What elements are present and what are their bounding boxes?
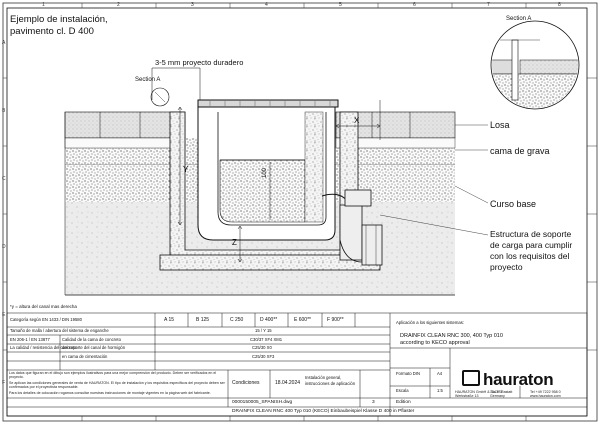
drawing-title-line1: Ejemplo de instalación, — [10, 14, 108, 25]
installation-value-line2: instrucciones de aplicación — [305, 381, 356, 386]
foundation-label: en cama de cimentación — [62, 354, 108, 359]
grid-side-f: F — [2, 380, 6, 386]
logo-mark-icon — [462, 370, 480, 386]
address-line3: 76437 Rastatt — [490, 390, 513, 394]
category-label: Categoría según EN 1433 / DIN 19580 — [10, 317, 82, 322]
concrete-bed-label: Calidad de la cama de concreto — [62, 337, 121, 342]
class-a15: A 15 — [164, 317, 175, 323]
drawing-title-line2: pavimento cl. D 400 — [10, 26, 94, 37]
estructura-label-line3: con los requisitos del — [490, 251, 570, 261]
dimension-z-label: Z — [232, 238, 237, 247]
disclaimer-3: Para los detalles de colocación rogamos … — [9, 391, 211, 395]
hauraton-logo: hauraton — [462, 370, 554, 390]
application-label: Aplicación a los siguientes sistemas: — [396, 320, 464, 325]
title-block — [6, 312, 588, 417]
dimension-y-label: Y — [183, 165, 189, 174]
dimension-x-label: X — [354, 116, 360, 125]
footnote: *y = altura del canal mas derecha — [10, 304, 77, 309]
phone: Tel +49 7222 958 0 — [530, 390, 561, 394]
mesh-label: Tamaño de malla / abertura del sistema d… — [10, 328, 109, 333]
estructura-label-line1: Estructura de soporte — [490, 229, 572, 239]
losa-label: Losa — [490, 120, 510, 130]
address-line2: Werkstraße 13 — [455, 394, 479, 398]
grid-top-8: 8 — [558, 2, 561, 8]
grid-side-e: E — [2, 312, 6, 318]
disclaimer-2: Se aplican las condiciones generales de … — [9, 381, 225, 390]
drawing-number: 0000150005_SPANISH.dwg — [232, 400, 293, 405]
estructura-label-line4: proyecto — [490, 262, 523, 272]
estructura-label-line2: de carga para cumplir — [490, 240, 573, 250]
grid-side-a: A — [2, 40, 6, 46]
grid-top-1: 1 — [42, 2, 45, 8]
installation-value-line1: Instalación general, — [305, 375, 342, 380]
section-a-detail-label: Section A — [506, 16, 532, 22]
website: www.hauraton.com — [530, 394, 561, 398]
disclaimer-1: Los datos que figuran en el dibujo son e… — [9, 371, 217, 380]
grava-label: cama de grava — [490, 146, 550, 156]
channel-support-label: del soporte del canal de hormigón — [62, 345, 126, 350]
curso-base-label: Curso base — [490, 199, 537, 209]
concrete-quality-label: La calidad / resistencia del concreto — [10, 345, 77, 350]
format-value: A4 — [437, 371, 443, 376]
class-c250: C 250 — [230, 317, 244, 323]
grid-side-b: B — [2, 108, 6, 114]
grid-top-4: 4 — [265, 2, 268, 8]
address-line4: Germany — [490, 394, 505, 398]
grid-top-2: 2 — [117, 2, 120, 8]
grid-top-5: 5 — [339, 2, 342, 8]
grid-side-d: D — [2, 244, 6, 250]
sheet-name: Edition — [396, 400, 411, 405]
main-section-drawing — [64, 67, 489, 296]
norm-label: EN 206-1 / EN 13877 — [10, 337, 50, 342]
dimension-100-label: 100 — [262, 167, 268, 178]
format-label: Formato DIN — [396, 371, 420, 376]
foundation-value: C25/30 XF3 — [252, 354, 275, 359]
class-f900: F 900** — [327, 317, 344, 323]
conditions-label: Condiciones — [232, 380, 260, 386]
logo-text: hauraton — [483, 370, 554, 389]
scale-value: 1:5 — [437, 388, 443, 393]
concrete-bed-value: C30/37 XF4 XM1 — [250, 337, 283, 342]
class-e600: E 600** — [294, 317, 311, 323]
grid-top-3: 3 — [191, 2, 194, 8]
proyecto-note-label: 3-5 mm proyecto duradero — [155, 58, 244, 67]
grid-top-7: 7 — [487, 2, 490, 8]
application-value-line2: according to KECO approval — [400, 340, 470, 346]
scale-label: Escala — [396, 388, 409, 393]
sheet-number: 3 — [372, 400, 375, 405]
grid-top-6: 6 — [413, 2, 416, 8]
class-b125: B 125 — [196, 317, 210, 323]
address-line1: HAURATON GmbH & Co. KG — [455, 390, 503, 394]
section-a-detail — [490, 20, 580, 110]
class-d400: D 400** — [260, 317, 278, 323]
mesh-value: 15 / Y 15 — [255, 328, 272, 333]
grid-side-c: C — [2, 176, 6, 182]
drawing-bottom-title: DRAINFIX CLEAN RNC 400 Typ 010 (KECO) Ei… — [232, 409, 415, 414]
channel-support-value: C25/30 X0 — [252, 345, 272, 350]
date-value: 18.04.2024 — [275, 380, 301, 386]
application-value-line1: DRAINFIX CLEAN RNC 300, 400 Typ 010 — [400, 333, 503, 339]
section-a-label: Section A — [135, 77, 161, 83]
